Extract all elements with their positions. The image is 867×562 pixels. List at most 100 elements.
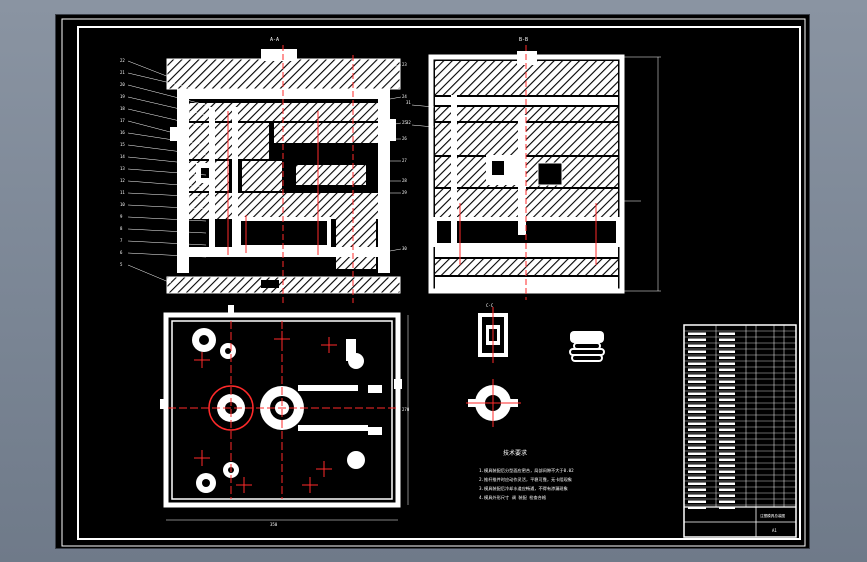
parts-list-row-text: [719, 362, 735, 365]
parts-list-row-text: [719, 404, 735, 407]
parts-list-row-text: [688, 446, 706, 449]
svg-text:14: 14: [120, 154, 125, 159]
parts-list-row-text: [719, 428, 735, 431]
parts-list-row-text: [719, 464, 735, 467]
svg-text:5: 5: [120, 262, 123, 267]
svg-text:28: 28: [402, 178, 407, 183]
parts-list-row-text: [688, 338, 706, 341]
part-labels-left: 22 21 20 19 18 17 16 15 14 13 12 11 10 9…: [120, 58, 125, 267]
cad-viewport[interactable]: A-A 22 21 20 19 18: [55, 14, 810, 549]
parts-list-row-text: [688, 440, 706, 443]
parts-list-row-text: [688, 416, 706, 419]
title-block-sheet: A1: [772, 528, 777, 533]
parts-list-row-text: [719, 446, 735, 449]
parts-list-row-text: [688, 392, 706, 395]
parts-list-row-text: [688, 398, 706, 401]
svg-text:31: 31: [406, 100, 411, 105]
parts-list-table: [683, 324, 797, 538]
parts-list-row-text: [688, 362, 706, 365]
parts-list-row-text: [719, 506, 735, 509]
parts-list-row-text: [719, 494, 735, 497]
detail-c-view: [478, 307, 508, 363]
part-leaders-left: [127, 60, 207, 284]
parts-list-row-text: [719, 440, 735, 443]
parts-list-row-text: [719, 350, 735, 353]
parts-list-row-text: [688, 344, 706, 347]
parts-list-row-text: [688, 476, 706, 479]
svg-text:25: 25: [402, 120, 407, 125]
section-a-label: A-A: [270, 37, 279, 43]
svg-text:18: 18: [120, 106, 125, 111]
svg-text:23: 23: [402, 62, 407, 67]
svg-text:19: 19: [120, 94, 125, 99]
detail-ring-view: [466, 379, 521, 427]
parts-list-row-text: [688, 458, 706, 461]
svg-text:11: 11: [120, 190, 125, 195]
parts-list-row-text: [688, 386, 706, 389]
parts-list-row-text: [688, 464, 706, 467]
svg-text:29: 29: [402, 190, 407, 195]
svg-text:16: 16: [120, 130, 125, 135]
part-leaders-right: [411, 104, 641, 202]
section-a-view: [166, 45, 401, 303]
parts-list-row-text: [719, 482, 735, 485]
parts-list-row-text: [719, 422, 735, 425]
svg-text:15: 15: [120, 142, 125, 147]
parts-list-row-text: [719, 410, 735, 413]
parts-list-row-text: [719, 380, 735, 383]
svg-text:20: 20: [120, 82, 125, 87]
svg-text:26: 26: [402, 136, 407, 141]
parts-list-row-text: [719, 476, 735, 479]
parts-list-row-text: [688, 482, 706, 485]
svg-text:27: 27: [402, 158, 407, 163]
svg-text:8: 8: [120, 226, 123, 231]
part-isometric-view: [569, 331, 605, 362]
tech-requirements-title: 技术要求: [503, 449, 527, 457]
parts-list-row-text: [688, 494, 706, 497]
svg-text:24: 24: [402, 94, 407, 99]
title-block-name: 注塑模具总装图: [760, 513, 786, 518]
svg-text:22: 22: [120, 58, 125, 63]
parts-list-row-text: [688, 506, 706, 509]
parts-list-row-text: [688, 434, 706, 437]
parts-list-row-text: [688, 332, 706, 335]
part-labels-mid: 23 24 25 26 27 28 29 30: [402, 62, 407, 251]
inner-border: [77, 26, 801, 540]
svg-text:4.模具外形尺寸 调 装配 检查合格: 4.模具外形尺寸 调 装配 检查合格: [479, 494, 547, 501]
parts-list-row-text: [688, 428, 706, 431]
outer-border: [61, 18, 806, 547]
parts-list-row-text: [719, 368, 735, 371]
parts-list-row-text: [688, 422, 706, 425]
plan-height-dimension: 270: [402, 407, 410, 412]
svg-text:12: 12: [120, 178, 125, 183]
tech-requirements: 1.模具装配后分型面应密合，局部间隙不大于0.02 2.推杆推件时应动作灵活，平…: [479, 467, 574, 501]
parts-list-row-text: [688, 470, 706, 473]
parts-list-row-text: [688, 404, 706, 407]
parts-list-row-text: [688, 380, 706, 383]
plan-view: [160, 305, 409, 521]
part-labels-right: 31 32: [406, 100, 411, 125]
svg-text:30: 30: [402, 246, 407, 251]
svg-text:6: 6: [120, 250, 123, 255]
parts-list-row-text: [719, 434, 735, 437]
parts-list-row-text: [719, 470, 735, 473]
parts-list-row-text: [719, 338, 735, 341]
svg-text:17: 17: [120, 118, 125, 123]
svg-text:9: 9: [120, 214, 123, 219]
parts-list-row-text: [688, 452, 706, 455]
parts-list-row-text: [719, 500, 735, 503]
svg-text:10: 10: [120, 202, 125, 207]
parts-list-row-text: [688, 488, 706, 491]
parts-list-row-text: [719, 344, 735, 347]
parts-list-row-text: [688, 368, 706, 371]
parts-list-row-text: [719, 458, 735, 461]
svg-text:7: 7: [120, 238, 123, 243]
svg-text:3.模具装配后冷却水道应畅通，不得有渗漏现象: 3.模具装配后冷却水道应畅通，不得有渗漏现象: [479, 485, 568, 492]
parts-list-row-text: [719, 392, 735, 395]
parts-list-row-text: [719, 416, 735, 419]
parts-list-row-text: [719, 488, 735, 491]
parts-list-row-text: [719, 374, 735, 377]
parts-list-row-text: [688, 410, 706, 413]
parts-list-row-text: [719, 356, 735, 359]
svg-text:32: 32: [406, 120, 411, 125]
